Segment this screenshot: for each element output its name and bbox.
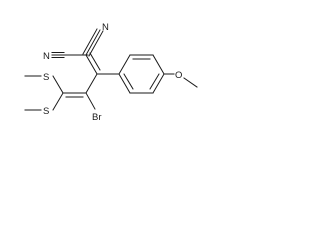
bond-c4-s-top	[52, 75, 64, 94]
bond-c1-c2-double	[89, 52, 101, 71]
nitrile-n-top-label: N	[102, 22, 109, 33]
bond-cn-top-1	[85, 29, 101, 56]
ring-double-3	[123, 73, 134, 90]
bromo-label: Br	[92, 112, 102, 123]
ring-bond-3	[152, 54, 165, 75]
bonds	[24, 28, 198, 111]
ring-bond-4	[152, 73, 165, 94]
methoxy-o-label: O	[175, 70, 182, 81]
atom-labels: N N S S Br O	[43, 22, 182, 123]
bond-cn-top-2	[88, 30, 104, 57]
bond-c1-c2	[85, 54, 98, 75]
ring-double-2	[149, 73, 160, 90]
bond-c4-s-bottom	[52, 92, 64, 111]
methylthio-s-top-label: S	[43, 72, 49, 83]
ring-bond-1	[118, 54, 131, 75]
bond-o-me	[183, 77, 198, 88]
bond-c2-c3	[85, 73, 98, 94]
methylthio-s-bottom-label: S	[43, 106, 49, 117]
bond-cn-top-3	[82, 28, 98, 55]
bond-c3-br	[85, 92, 96, 110]
nitrile-n-left-label: N	[43, 51, 50, 62]
molecule-structure: N N S S Br O	[24, 22, 198, 123]
ring-bond-6	[118, 73, 131, 94]
